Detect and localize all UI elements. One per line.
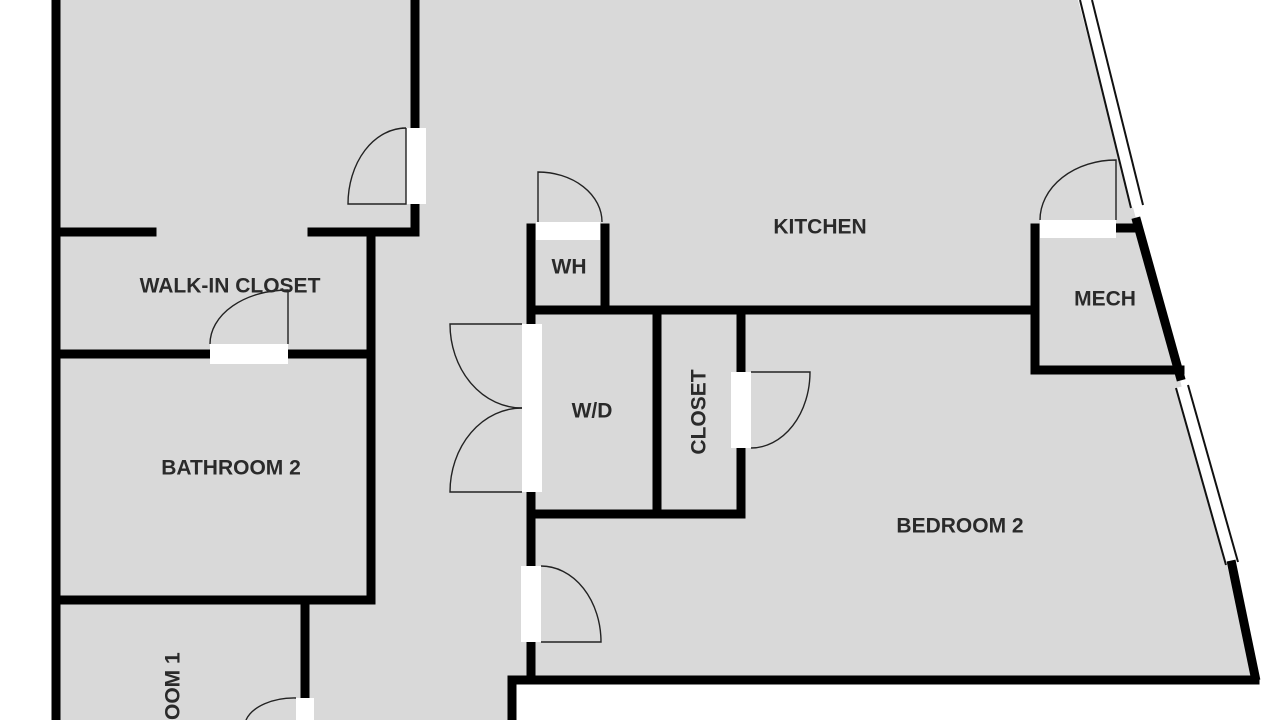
walk-in-closet-label: WALK-IN CLOSET <box>140 275 321 298</box>
door-swings <box>209 127 1117 720</box>
bedroom-2-label: BEDROOM 2 <box>896 515 1023 538</box>
room-1-label: OOM 1 <box>162 652 185 720</box>
door-openings <box>210 128 1116 720</box>
window-upper <box>1079 0 1144 209</box>
wd-label: W/D <box>572 400 613 423</box>
closet-label: CLOSET <box>688 369 711 454</box>
bathroom-2-label: BATHROOM 2 <box>161 457 301 480</box>
mech-label: MECH <box>1074 288 1136 311</box>
window-lower <box>1175 384 1239 566</box>
walls <box>51 0 1261 720</box>
kitchen-label: KITCHEN <box>773 216 866 239</box>
wh-label: WH <box>552 256 587 279</box>
